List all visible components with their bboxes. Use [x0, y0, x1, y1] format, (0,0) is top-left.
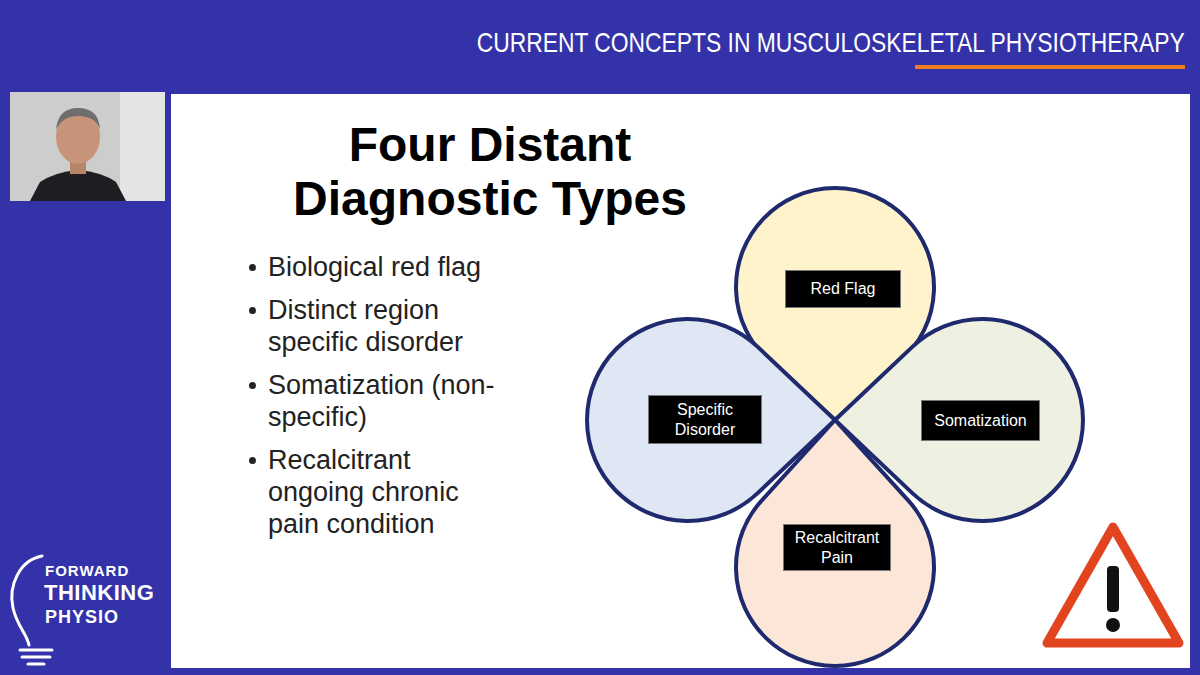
header-underline: [915, 65, 1185, 69]
bulb-outline: [12, 556, 42, 645]
header-banner: CURRENT CONCEPTS IN MUSCULOSKELETAL PHYS…: [477, 28, 1185, 58]
webcam-thumbnail: [10, 92, 165, 201]
petal-label: Somatization: [921, 400, 1040, 441]
petal-label: Specific Disorder: [648, 395, 762, 444]
warning-triangle: [1047, 527, 1179, 643]
slide-panel: [171, 94, 1190, 668]
bullet-item: Somatization (non-specific): [249, 369, 508, 433]
bullet-item: Distinct region specific disorder: [249, 294, 508, 358]
bullet-item: Biological red flag: [249, 251, 508, 283]
bullet-text: Biological red flag: [268, 251, 508, 283]
bullet-text: Recalcitrant ongoing chronic pain condit…: [268, 444, 508, 540]
person-shirt: [30, 170, 126, 201]
bullet-item: Recalcitrant ongoing chronic pain condit…: [249, 444, 508, 540]
bullet-text: Somatization (non-specific): [268, 369, 508, 433]
petal-shape: [736, 420, 934, 666]
slide-title: Four Distant Diagnostic Types: [280, 118, 700, 226]
logo-text: PHYSIO: [45, 608, 119, 626]
warning-outline: [1047, 527, 1179, 643]
bullet-list: Biological red flagDistinct region speci…: [249, 251, 508, 540]
exclamation-bar: [1107, 566, 1119, 612]
bullet-dot: [249, 264, 256, 271]
bullet-dot: [249, 457, 256, 464]
webcam-background: [10, 92, 165, 201]
petal-label: Red Flag: [785, 270, 901, 308]
bulb-base: [20, 650, 52, 664]
webcam-wall: [120, 92, 165, 201]
logo-text: THINKING: [44, 582, 154, 604]
logo-text: FORWARD: [45, 563, 129, 578]
exclamation-dot: [1106, 618, 1120, 632]
bullet-dot: [249, 307, 256, 314]
petal-label: Recalcitrant Pain: [783, 524, 891, 571]
bullet-text: Distinct region specific disorder: [268, 294, 508, 358]
petal-node: Recalcitrant Pain: [732, 416, 938, 670]
person-hair: [56, 108, 100, 130]
bullet-dot: [249, 382, 256, 389]
